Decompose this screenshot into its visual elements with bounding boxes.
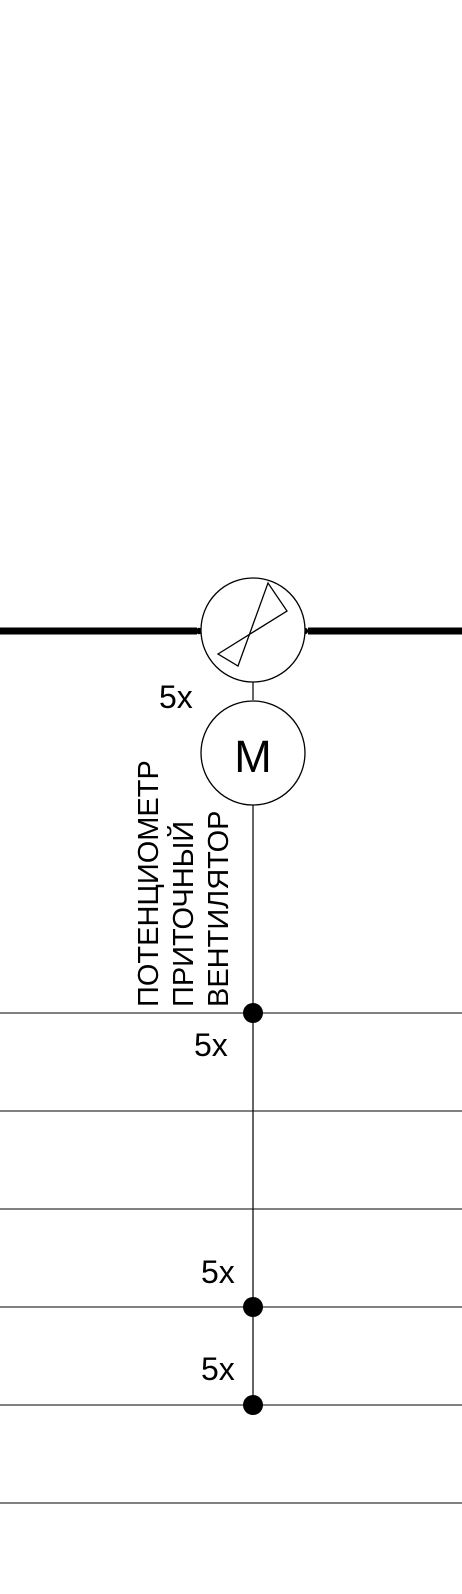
junction-dot-2	[243, 1297, 263, 1317]
damper-symbol	[200, 577, 306, 683]
device-label-line2: ПРИТОЧНЫЙ	[166, 821, 200, 1007]
junction-dot-1	[243, 1003, 263, 1023]
device-label: ПОТЕНЦИОМЕТР ПРИТОЧНЫЙ ВЕНТИЛЯТОР	[133, 760, 235, 1007]
multiplier-label-lower2: 5x	[201, 1351, 235, 1387]
multiplier-label-mid: 5x	[194, 1027, 228, 1063]
junction-dot-3	[243, 1395, 263, 1415]
motor-label: M	[234, 731, 272, 782]
multiplier-label-lower1: 5x	[201, 1254, 235, 1290]
multiplier-label-top: 5x	[159, 679, 193, 715]
device-label-line3: ВЕНТИЛЯТОР	[203, 811, 235, 1007]
device-label-line1: ПОТЕНЦИОМЕТР	[133, 760, 165, 1007]
motor-symbol: M	[200, 700, 306, 806]
